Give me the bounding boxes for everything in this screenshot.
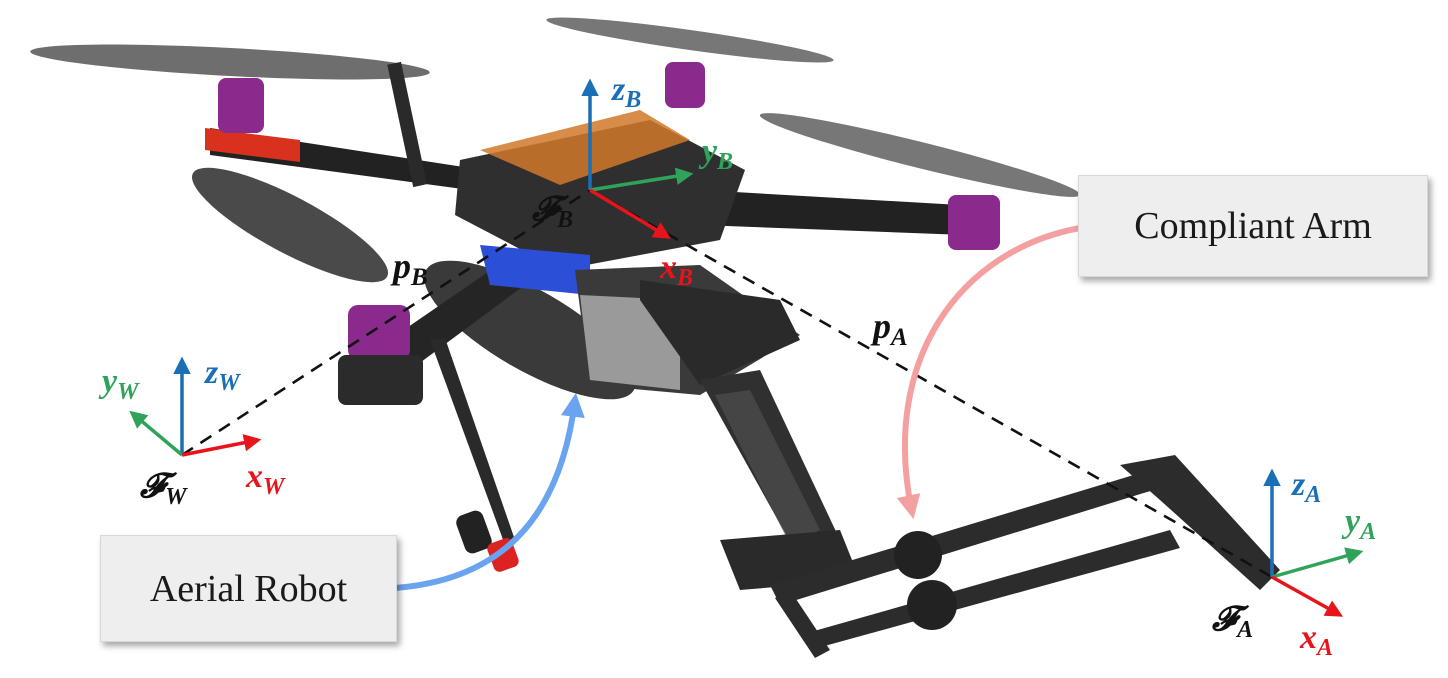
compliant-arm-arrow bbox=[896, 225, 1081, 520]
vector-p-b-label: pB bbox=[390, 246, 428, 291]
motor-right bbox=[948, 195, 1000, 250]
drone-arm-left-tip bbox=[205, 128, 300, 162]
arm-frame-label: 𝓕A bbox=[1211, 601, 1253, 643]
arm-y-label: yA bbox=[1341, 503, 1376, 545]
drone-arm-right bbox=[700, 190, 965, 235]
compliant-arm-label: Compliant Arm bbox=[1134, 205, 1372, 247]
motor-front-left bbox=[348, 305, 410, 360]
propeller-top-left bbox=[30, 44, 430, 80]
arm-x-label: xA bbox=[1299, 619, 1333, 661]
vector-p-b-line bbox=[181, 188, 591, 457]
propeller-right bbox=[759, 113, 1081, 197]
world-x-label: xW bbox=[245, 458, 286, 500]
antenna bbox=[387, 61, 427, 188]
body-z-label: zB bbox=[611, 71, 641, 113]
compliant-arm-callout: Compliant Arm bbox=[1078, 175, 1428, 277]
arm-z-label: zA bbox=[1291, 466, 1321, 508]
aerial-robot-arrow bbox=[394, 392, 585, 591]
vector-p-a-label: pA bbox=[870, 306, 908, 351]
aerial-robot-label: Aerial Robot bbox=[149, 567, 348, 610]
body-frame bbox=[581, 78, 694, 239]
world-y-label: yW bbox=[98, 363, 140, 405]
propeller-left-back bbox=[191, 167, 389, 283]
body-x-label: xB bbox=[659, 249, 693, 291]
world-frame-label: 𝓕W bbox=[139, 468, 188, 510]
world-frame bbox=[129, 356, 262, 457]
landing-leg-left bbox=[430, 338, 515, 545]
arm-frame bbox=[1263, 468, 1364, 617]
aerial-robot-callout: Aerial Robot bbox=[100, 535, 397, 642]
drone-illustration bbox=[30, 17, 1280, 658]
body-y-label: yB bbox=[698, 133, 733, 175]
compliant-arm-mechanism bbox=[700, 370, 1280, 658]
motor-top-left bbox=[218, 78, 264, 133]
motor-top-right bbox=[665, 62, 705, 108]
propeller-top-right bbox=[546, 17, 834, 63]
world-z-label: zW bbox=[204, 354, 241, 396]
